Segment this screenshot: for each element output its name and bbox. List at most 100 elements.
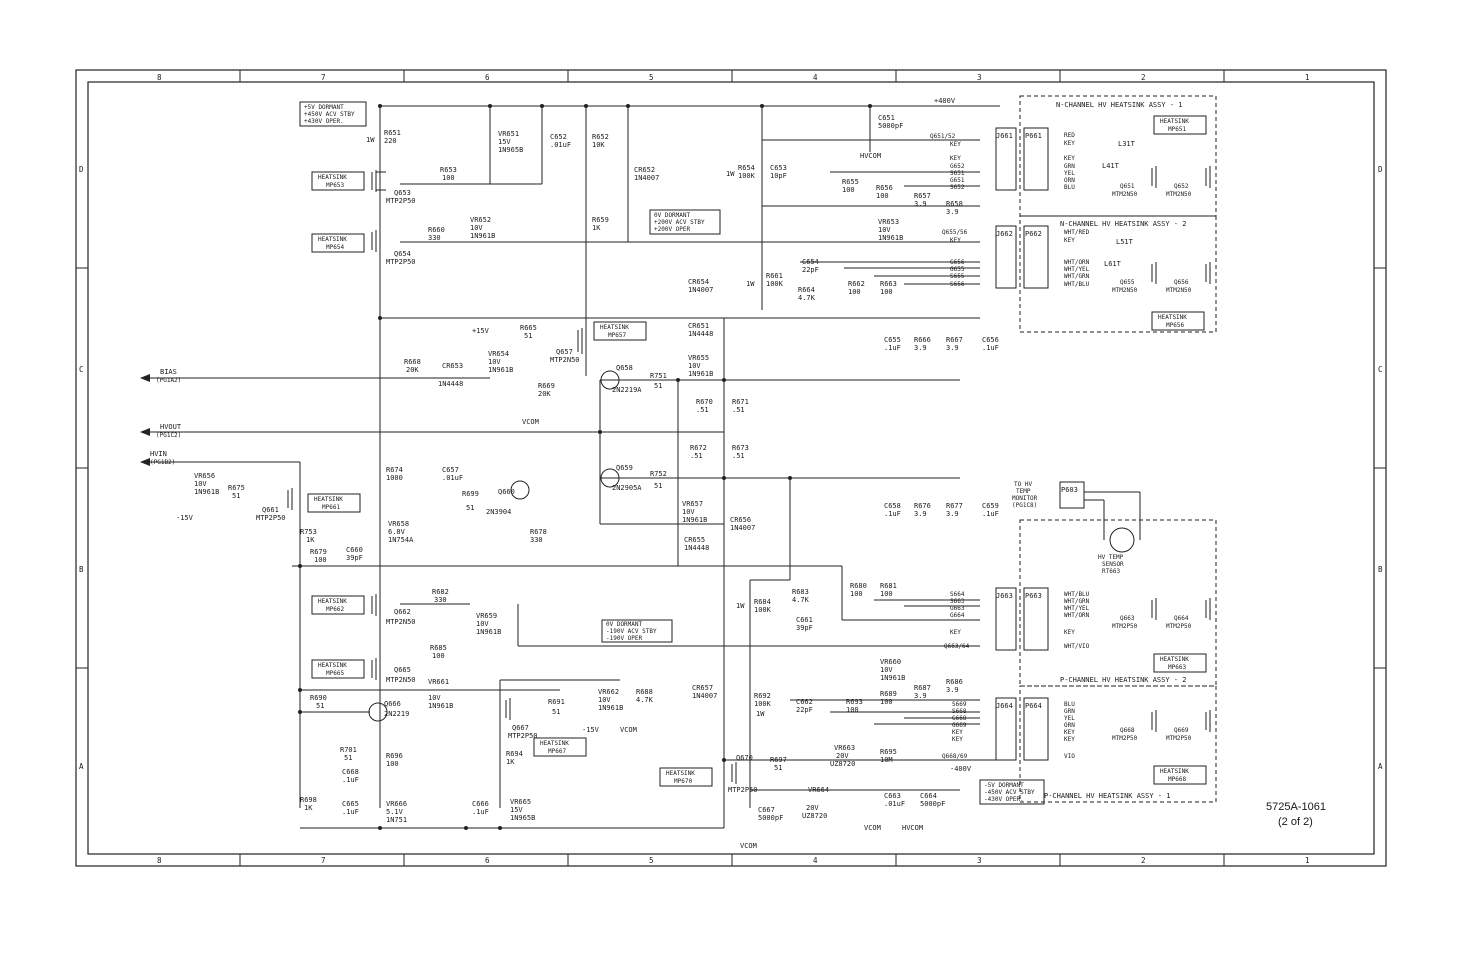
- c658-value: .1uF: [884, 510, 901, 518]
- note-top-left-2: +450V ACV STBY: [304, 111, 355, 118]
- q670-ref: Q670: [736, 754, 753, 762]
- zone-col-7-top: 7: [321, 73, 326, 82]
- q659-ref: Q659: [616, 464, 633, 472]
- zone-row-b-right: B: [1378, 565, 1383, 574]
- heatsink-mp656-id: MP656: [1166, 322, 1184, 329]
- cr655-part: 1N4448: [684, 544, 709, 552]
- c665-value: .1uF: [342, 808, 359, 816]
- r698-ref: R698: [300, 796, 317, 804]
- net-hvout-ref: (PG1C2): [156, 432, 181, 439]
- wiring: [140, 104, 1000, 830]
- drawing-number: 5725A-1061: [1266, 801, 1326, 813]
- r695-ref: R695: [880, 748, 897, 756]
- heatsink-mp654-label: HEATSINK: [318, 236, 347, 243]
- cr655-ref: CR655: [684, 536, 705, 544]
- vr664-value: 20V: [806, 804, 819, 812]
- r673-value: .51: [732, 452, 745, 460]
- net-hvout: HVOUT: [160, 423, 182, 431]
- r674-ref: R674: [386, 466, 403, 474]
- cr653-ref: CR653: [442, 362, 463, 370]
- q661-symbol: [287, 488, 293, 510]
- r753-ref: R753: [300, 528, 317, 536]
- vr653-ref: VR653: [878, 218, 899, 226]
- r687-ref: R687: [914, 684, 931, 692]
- heatsink-mp665-label: HEATSINK: [318, 662, 347, 669]
- r651-value: 220: [384, 137, 397, 145]
- q651-ref: Q651: [1120, 183, 1135, 190]
- r677-ref: R677: [946, 502, 963, 510]
- c658-ref: C658: [884, 502, 901, 510]
- note-lower-1: 0V DORMANT: [606, 621, 643, 628]
- vr658-value: 6.8V: [388, 528, 406, 536]
- vr664-ref: VR664: [808, 786, 829, 794]
- heatsink-mp654-id: MP654: [326, 244, 344, 251]
- r692-value: 100K: [754, 700, 772, 708]
- q667-ref: Q667: [512, 724, 529, 732]
- p664-pin-4: ORN: [1064, 722, 1075, 729]
- vr662-part: 1N961B: [598, 704, 623, 712]
- p662-pin-1: WHT/RED: [1064, 229, 1090, 236]
- j661-net-1: Q651/52: [930, 133, 956, 140]
- heatsink-mp653-label: HEATSINK: [318, 174, 347, 181]
- cr657-ref: CR657: [692, 684, 713, 692]
- q657-ref: Q657: [556, 348, 573, 356]
- vr666-ref: VR666: [386, 800, 407, 808]
- r678-value: 330: [530, 536, 543, 544]
- note-top-left-3: +430V OPER.: [304, 118, 344, 125]
- q667-part: MTP2P50: [508, 732, 538, 740]
- net-hvin-ref: (PG1B2): [150, 459, 175, 466]
- vr659-value: 10V: [476, 620, 489, 628]
- q657-part: MTP2N50: [550, 356, 580, 364]
- r653-ref: R653: [440, 166, 457, 174]
- hv-temp-monitor-4: (PG1C8): [1012, 502, 1037, 509]
- c654-ref: C654: [802, 258, 819, 266]
- r751-ref: R751: [650, 372, 667, 380]
- r687-value: 3.9: [914, 692, 927, 700]
- p663-pin-6: KEY: [1064, 629, 1075, 636]
- cr656-ref: CR656: [730, 516, 751, 524]
- note-bottom-right-2: -450V ACV STBY: [984, 789, 1035, 796]
- assembly-p2-title: P-CHANNEL HV HEATSINK ASSY - 2: [1060, 676, 1186, 684]
- zone-col-2-top: 2: [1141, 73, 1146, 82]
- r751-value: 51: [654, 382, 662, 390]
- q670-symbol: [731, 762, 737, 784]
- r681-value: 100: [880, 590, 893, 598]
- r701-value: 51: [344, 754, 352, 762]
- c664-value: 5000pF: [920, 800, 945, 808]
- p661-pin-8: BLU: [1064, 184, 1075, 191]
- vr658-ref: VR658: [388, 520, 409, 528]
- j662-label: J662: [996, 230, 1013, 238]
- heatsink-mp653-id: MP653: [326, 182, 344, 189]
- net-hvcom-bottom: HVCOM: [902, 824, 923, 832]
- vr665-ref: VR665: [510, 798, 531, 806]
- r685-value: 100: [432, 652, 445, 660]
- c663-ref: C663: [884, 792, 901, 800]
- zone-col-3-bottom: 3: [977, 856, 982, 865]
- r659-value: 1K: [592, 224, 601, 232]
- r666-ref: R666: [914, 336, 931, 344]
- q665-part: MTP2N50: [386, 676, 416, 684]
- vr662-value: 10V: [598, 696, 611, 704]
- vr652-value: 10V: [470, 224, 483, 232]
- p662-pin-7: WHT/GRN: [1064, 273, 1090, 280]
- heatsink-mp651-label: HEATSINK: [1160, 118, 1189, 125]
- j661-net-7: G651: [950, 177, 965, 184]
- zone-col-8-bottom: 8: [157, 856, 162, 865]
- zone-col-1-top: 1: [1305, 73, 1310, 82]
- q669-ref: Q669: [1174, 727, 1189, 734]
- c654-value: 22pF: [802, 266, 819, 274]
- p663-pin-4: WHT/ORN: [1064, 612, 1090, 619]
- j664-net-8: Q668/69: [942, 753, 968, 760]
- c668-ref: C668: [342, 768, 359, 776]
- zone-col-3-top: 3: [977, 73, 982, 82]
- r691-ref: R691: [548, 698, 565, 706]
- vr656-value: 10V: [194, 480, 207, 488]
- zone-col-5-top: 5: [649, 73, 654, 82]
- r682-ref: R682: [432, 588, 449, 596]
- r688-ref: R688: [636, 688, 653, 696]
- q666-symbol: [368, 702, 388, 722]
- cr654-part: 1N4007: [688, 286, 713, 294]
- r684-power-rating: 1W: [736, 602, 745, 610]
- r685-ref: R685: [430, 644, 447, 652]
- vr660-ref: VR660: [880, 658, 901, 666]
